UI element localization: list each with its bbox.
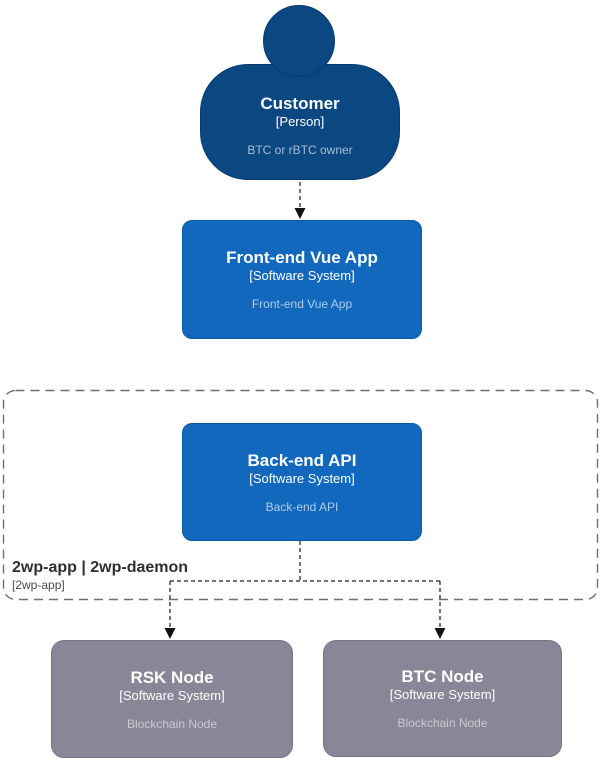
frontend-description: Front-end Vue App xyxy=(251,297,353,311)
customer-title: Customer xyxy=(260,94,340,113)
frontend-vue-app-node: Front-end Vue App [Software System] Fron… xyxy=(182,220,422,339)
btc-title: BTC Node xyxy=(401,667,484,686)
frontend-type-label: [Software System] xyxy=(249,268,355,283)
arrowhead-backend-rsk-icon xyxy=(164,628,176,639)
customer-description: BTC or rBTC owner xyxy=(247,143,353,157)
rsk-title: RSK Node xyxy=(130,667,214,687)
arrowhead-backend-btc-icon xyxy=(434,628,446,639)
rsk-node: RSK Node [Software System] Blockchain No… xyxy=(51,640,293,758)
btc-node: BTC Node [Software System] Blockchain No… xyxy=(323,640,562,757)
customer-person-head-icon xyxy=(263,5,335,77)
rsk-type-label: [Software System] xyxy=(119,687,225,703)
boundary-label: 2wp-app | 2wp-daemon [2wp-app] xyxy=(12,558,188,593)
backend-api-node: Back-end API [Software System] Back-end … xyxy=(182,423,422,541)
boundary-type-label: [2wp-app] xyxy=(12,578,65,592)
backend-type-label: [Software System] xyxy=(249,470,355,486)
customer-type-label: [Person] xyxy=(275,114,325,129)
backend-title: Back-end API xyxy=(247,450,357,470)
backend-description: Back-end API xyxy=(265,499,339,514)
boundary-title: 2wp-app | 2wp-daemon xyxy=(12,559,189,576)
arrowhead-customer-frontend-icon xyxy=(294,208,306,219)
btc-description: Blockchain Node xyxy=(397,716,488,730)
frontend-title: Front-end Vue App xyxy=(226,248,378,267)
customer-person-node: Customer [Person] BTC or rBTC owner xyxy=(200,64,400,180)
btc-type-label: [Software System] xyxy=(389,687,496,702)
rsk-description: Blockchain Node xyxy=(126,716,218,731)
